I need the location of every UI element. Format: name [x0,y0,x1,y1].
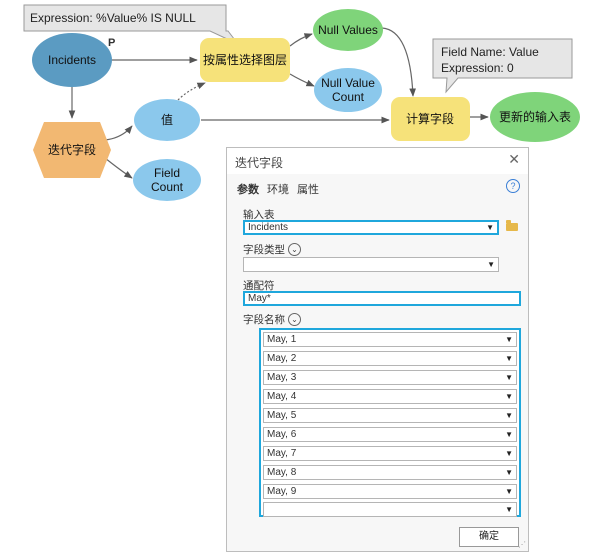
list-item[interactable]: May, 2▼ [263,351,517,366]
resize-grip-icon[interactable]: ⋰ [518,540,526,549]
node-null-value-count[interactable]: Null Value Count [314,68,382,112]
parameter-marker: P [108,37,115,49]
node-value-label: 值 [161,112,173,127]
dialog-tabs: 参数 环境 属性 [237,181,319,197]
node-updated-input-table-label: 更新的输入表 [499,109,571,124]
close-icon[interactable]: ✕ [508,151,520,167]
tab-parameters[interactable]: 参数 [237,184,259,196]
list-item[interactable]: May, 1▼ [263,332,517,347]
expression-callout-text: Expression: %Value% IS NULL [30,11,196,25]
dropdown-arrow-icon: ▼ [505,449,513,458]
dropdown-arrow-icon: ▼ [505,335,513,344]
node-field-count-label-2: Count [151,180,184,194]
field-type-label: 字段类型 ⌄ [243,242,301,257]
edge-value-select [177,82,206,101]
chevron-down-icon[interactable]: ⌄ [288,313,301,326]
list-item[interactable]: ▼ [263,502,517,517]
node-null-values[interactable]: Null Values [313,9,383,51]
wildcard-input[interactable]: May* [243,291,521,306]
node-null-value-count-label-1: Null Value [321,76,375,90]
node-calculate-field[interactable]: 计算字段 [391,97,470,141]
list-item[interactable]: May, 9▼ [263,484,517,499]
field-names-label: 字段名称 ⌄ [243,312,301,327]
dropdown-arrow-icon: ▼ [505,392,513,401]
folder-browse-icon[interactable] [506,220,518,231]
wildcard-label: 通配符 [243,280,275,292]
input-table-label: 输入表 [243,209,275,221]
tab-environments[interactable]: 环境 [267,184,289,196]
node-select-by-attribute[interactable]: 按属性选择图层 [200,38,290,82]
edge-select-nullcount [289,73,315,87]
edge-nullvalues-calc [381,27,417,97]
node-null-values-label: Null Values [318,23,378,37]
node-iterate-field-label: 迭代字段 [48,142,96,157]
field-type-select[interactable]: ▼ [243,257,499,272]
field-names-list: May, 1▼ May, 2▼ May, 3▼ May, 4▼ May, 5▼ … [259,328,521,517]
list-item[interactable]: May, 3▼ [263,370,517,385]
ok-button[interactable]: 确定 [459,527,519,547]
list-item[interactable]: May, 6▼ [263,427,517,442]
calculate-params-callout: Field Name: Value Expression: 0 [432,38,573,94]
calc-field-name-text: Field Name: Value [441,45,539,59]
node-updated-input-table[interactable]: 更新的输入表 [490,92,580,142]
tab-properties[interactable]: 属性 [297,184,319,196]
node-field-count[interactable]: Field Count [133,159,201,201]
edge-select-nullvalues [289,33,313,47]
wildcard-value: May* [248,293,271,304]
dropdown-arrow-icon: ▼ [505,411,513,420]
dropdown-arrow-icon: ▼ [505,487,513,496]
node-incidents[interactable]: Incidents [32,33,112,87]
chevron-down-icon[interactable]: ⌄ [288,243,301,256]
dropdown-arrow-icon: ▼ [505,430,513,439]
dropdown-arrow-icon: ▼ [486,223,494,232]
edge-iterate-value [104,125,133,141]
dropdown-arrow-icon: ▼ [487,260,495,269]
iterate-field-dialog: 迭代字段 ✕ 参数 环境 属性 ? 输入表 Incidents ▼ 字段类型 ⌄… [226,147,529,552]
node-value[interactable]: 值 [134,99,200,141]
dialog-title: 迭代字段 [235,156,284,170]
dropdown-arrow-icon: ▼ [505,468,513,477]
expression-callout: Expression: %Value% IS NULL [23,4,239,45]
node-null-value-count-label-2: Count [332,90,365,104]
list-item[interactable]: May, 8▼ [263,465,517,480]
dropdown-arrow-icon: ▼ [505,373,513,382]
node-select-by-attribute-label: 按属性选择图层 [203,53,287,67]
node-calculate-field-label: 计算字段 [406,111,454,126]
input-table-value: Incidents [248,222,289,233]
dropdown-arrow-icon: ▼ [505,505,513,514]
node-field-count-label-1: Field [154,166,180,180]
edge-iterate-fieldcount [104,157,133,179]
dialog-titlebar: 迭代字段 ✕ [227,148,528,174]
list-item[interactable]: May, 5▼ [263,408,517,423]
node-incidents-label: Incidents [48,53,96,67]
dropdown-arrow-icon: ▼ [505,354,513,363]
node-iterate-field[interactable]: 迭代字段 [33,122,111,178]
input-table-select[interactable]: Incidents ▼ [243,220,499,235]
help-icon[interactable]: ? [506,179,520,193]
calc-expression-text: Expression: 0 [441,61,514,75]
list-item[interactable]: May, 7▼ [263,446,517,461]
list-item[interactable]: May, 4▼ [263,389,517,404]
